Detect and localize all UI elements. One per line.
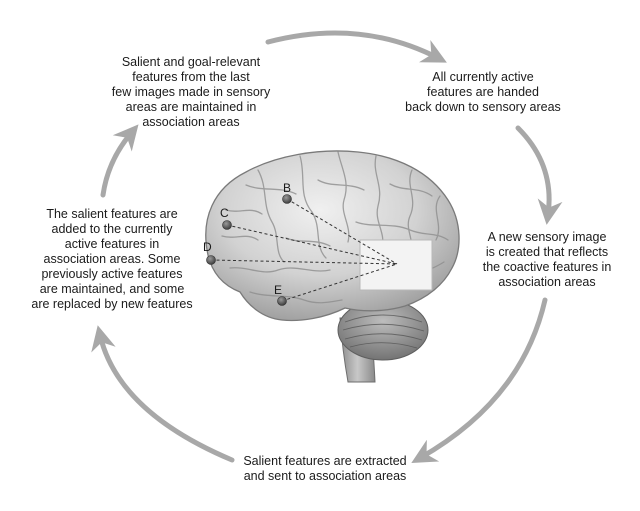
cerebellum-folds bbox=[342, 314, 425, 349]
feature-points: B C D E bbox=[203, 181, 292, 306]
caption-handed-back: All currently active features are handed… bbox=[405, 70, 561, 114]
point-c-dot bbox=[222, 220, 232, 230]
arrow-left-icon bbox=[100, 124, 139, 198]
cycle-arrows bbox=[91, 30, 563, 463]
cortex-folds bbox=[221, 151, 449, 304]
point-b-dot bbox=[282, 194, 292, 204]
arrow-bottom-left-icon bbox=[91, 325, 235, 463]
line-e bbox=[281, 263, 398, 302]
line-c bbox=[226, 224, 398, 265]
point-b-label: B bbox=[283, 181, 291, 195]
caption-salient-extracted: Salient features are extracted and sent … bbox=[243, 454, 407, 483]
line-d bbox=[210, 259, 398, 265]
arrow-bottom-right-icon bbox=[411, 297, 548, 463]
line-b bbox=[286, 198, 398, 265]
caption-maintained-features: Salient and goal-relevant features from … bbox=[111, 55, 271, 129]
projection-lines bbox=[210, 198, 398, 302]
point-d-label: D bbox=[203, 240, 212, 254]
point-d-dot bbox=[206, 255, 216, 265]
arrow-right-icon bbox=[515, 125, 563, 225]
point-c-label: C bbox=[220, 206, 229, 220]
point-e-dot bbox=[277, 296, 287, 306]
point-e-label: E bbox=[274, 283, 282, 297]
arrow-top-icon bbox=[265, 30, 447, 63]
caption-new-sensory-image: A new sensory image is created that refl… bbox=[482, 230, 612, 289]
sensory-image-box bbox=[359, 239, 433, 291]
caption-features-added: The salient features are added to the cu… bbox=[31, 207, 193, 311]
